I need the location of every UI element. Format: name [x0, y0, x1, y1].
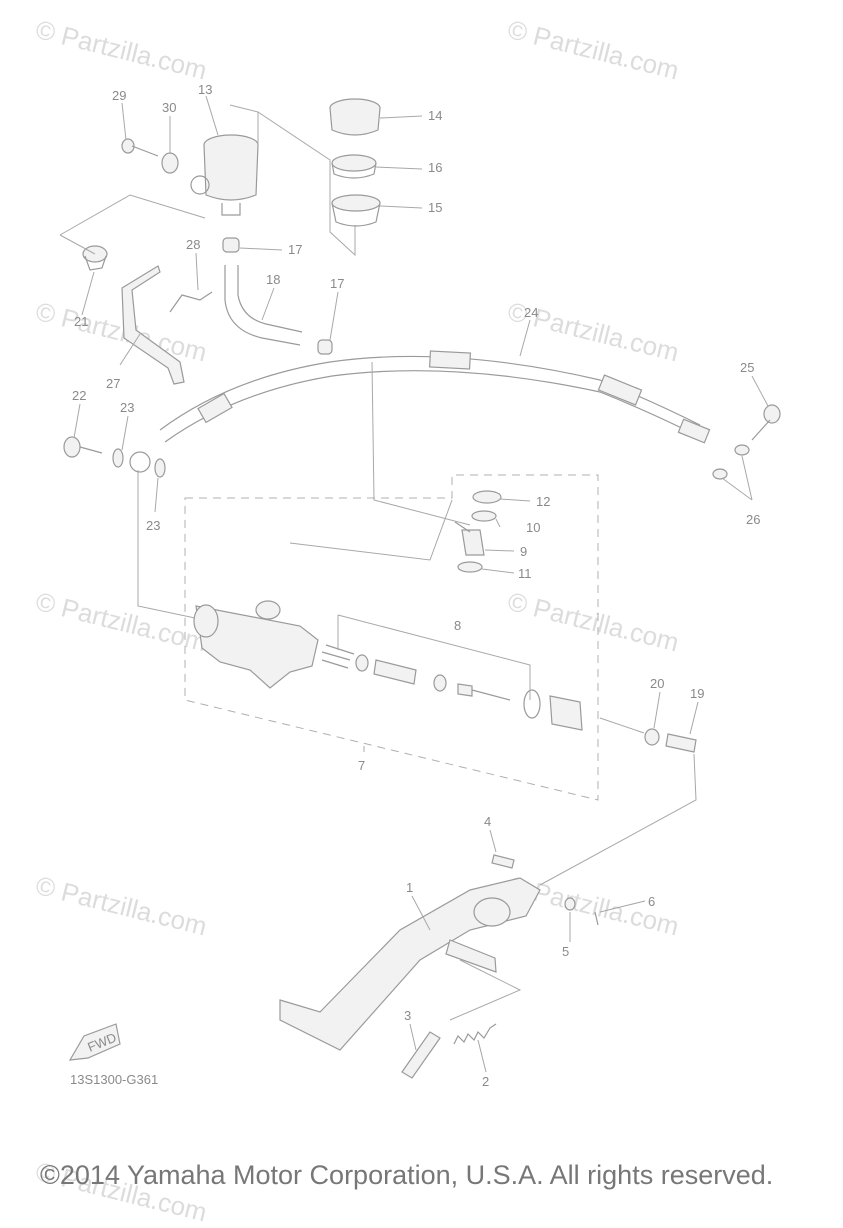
reservoir-tank: [190, 104, 259, 216]
copper-washer: [712, 468, 728, 480]
callout-label: 4: [484, 814, 491, 829]
diagram-code: 13S1300-G361: [70, 1072, 159, 1087]
callout-label: 1: [406, 880, 413, 895]
cotter-pin: [594, 911, 599, 926]
callout-label: 13: [198, 82, 212, 97]
diaphragm: [331, 154, 377, 179]
grommet: [161, 152, 179, 174]
reservoir-cap: [329, 98, 381, 136]
washer: [564, 897, 576, 911]
callout-label: 23: [120, 400, 134, 415]
master-cylinder-body: [193, 600, 319, 689]
bracket: [121, 265, 185, 385]
hose-clip: [222, 237, 240, 253]
brake-hose: [159, 350, 711, 444]
callout-label: 20: [650, 676, 664, 691]
copper-washer: [112, 448, 124, 468]
fwd-arrow-icon: FWD: [68, 1023, 121, 1061]
callout-label: 18: [266, 272, 280, 287]
callout-label: 5: [562, 944, 569, 959]
return-spring: [453, 1023, 497, 1045]
callout-label: 19: [690, 686, 704, 701]
callout-label: 7: [358, 758, 365, 773]
callout-label: 12: [536, 494, 550, 509]
union-bolt: [63, 436, 103, 458]
callout-label: 17: [330, 276, 344, 291]
callout-label: 14: [428, 108, 442, 123]
callout-label: 22: [72, 388, 86, 403]
diaphragm-holder: [331, 194, 381, 227]
o-ring: [471, 510, 497, 522]
callout-label: 3: [404, 1008, 411, 1023]
connector-line: [539, 753, 697, 886]
callout-label: 6: [648, 894, 655, 909]
callout-label: 23: [146, 518, 160, 533]
callout-label: 15: [428, 200, 442, 215]
master-cylinder-assembly-outline: [184, 474, 599, 801]
hose-joint: [454, 521, 485, 556]
callout-label: 26: [746, 512, 760, 527]
copyright-notice: ©2014 Yamaha Motor Corporation, U.S.A. A…: [40, 1160, 774, 1190]
callout-label: 27: [106, 376, 120, 391]
callout-label: 30: [162, 100, 176, 115]
hose-clip: [317, 339, 333, 355]
o-ring: [457, 561, 483, 573]
rod-end-joint: [665, 733, 697, 753]
callout-label: 25: [740, 360, 754, 375]
reservoir-hose: [224, 265, 303, 346]
bolt: [121, 138, 159, 157]
clip: [169, 291, 213, 313]
callout-label: 16: [428, 160, 442, 175]
callout-label: 2: [482, 1074, 489, 1089]
pin: [491, 854, 515, 869]
copper-washer: [734, 444, 750, 456]
union-bolt: [751, 404, 781, 441]
copper-washer: [154, 458, 166, 478]
callout-label: 21: [74, 314, 88, 329]
callout-label: 8: [454, 618, 461, 633]
callout-label: 29: [112, 88, 126, 103]
o-ring: [472, 490, 502, 504]
master-cylinder-kit: [321, 644, 583, 731]
brake-pedal: [279, 877, 541, 1051]
locknut: [644, 728, 660, 746]
callout-label: 28: [186, 237, 200, 252]
pedal-sleeve: [401, 1031, 441, 1079]
callout-label: 17: [288, 242, 302, 257]
parts-diagram: FWD 29 30 13 14 16 15 17 28 18 17 24 21 …: [59, 82, 781, 1089]
connector-line: [137, 470, 196, 619]
callout-label: 10: [526, 520, 540, 535]
callout-label: 24: [524, 305, 538, 320]
callout-label: 9: [520, 544, 527, 559]
hose-banjo: [129, 451, 151, 473]
callout-label: 11: [518, 566, 532, 581]
